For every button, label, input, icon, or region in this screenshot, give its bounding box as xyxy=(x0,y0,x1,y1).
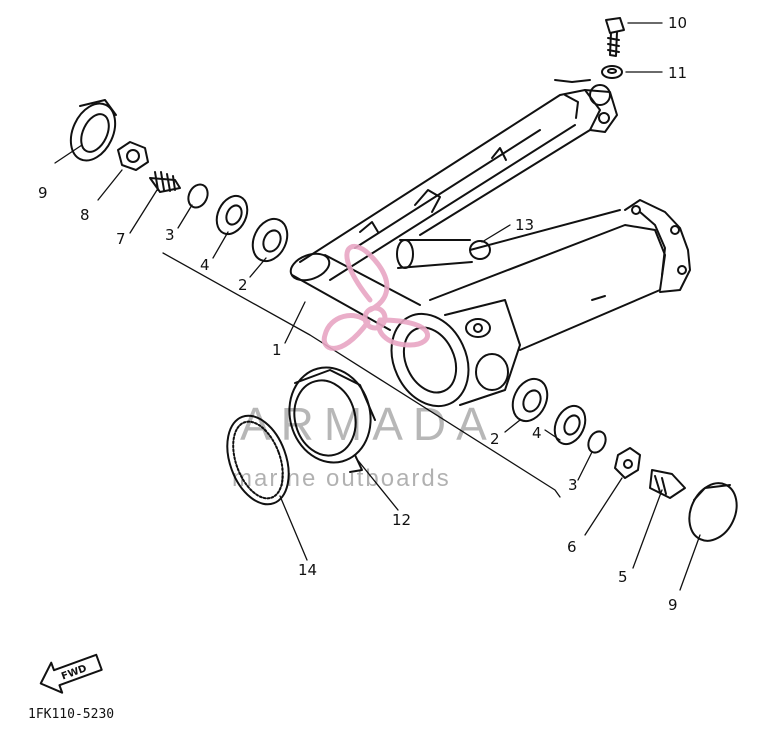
part-label-8: 8 xyxy=(80,206,90,224)
left-side-parts xyxy=(69,99,289,263)
leader-lines xyxy=(54,22,701,591)
part-labels: 10 11 9 8 7 3 4 2 13 1 2 4 3 6 5 9 12 14 xyxy=(38,14,687,614)
watermark-propeller-icon xyxy=(321,243,430,351)
part-label-2-left: 2 xyxy=(238,276,248,294)
top-parts xyxy=(469,17,625,260)
part-label-4-right: 4 xyxy=(532,424,542,442)
part-label-3-left: 3 xyxy=(165,226,175,244)
right-side-parts xyxy=(511,377,738,542)
part-label-11: 11 xyxy=(668,64,687,82)
part-label-9-right: 9 xyxy=(668,596,678,614)
watermark: ARMADA marine outboards xyxy=(232,243,497,492)
drawing-code: 1FK110-5230 xyxy=(28,707,114,722)
part-label-3-right: 3 xyxy=(568,476,578,494)
part-label-1: 1 xyxy=(272,341,282,359)
part-label-7: 7 xyxy=(116,230,126,248)
forward-arrow-icon: FWD xyxy=(39,653,103,694)
part-label-6: 6 xyxy=(567,538,577,556)
part-label-10: 10 xyxy=(668,14,687,32)
part-label-5: 5 xyxy=(618,568,628,586)
part-label-13: 13 xyxy=(515,216,534,234)
part-label-2-right: 2 xyxy=(490,430,500,448)
watermark-brand: ARMADA xyxy=(240,398,497,450)
part-label-14: 14 xyxy=(298,561,317,579)
part-label-12: 12 xyxy=(392,511,411,529)
cover-and-gasket xyxy=(226,366,376,506)
swingarm xyxy=(289,79,691,408)
part-label-4-left: 4 xyxy=(200,256,210,274)
part-label-9-left: 9 xyxy=(38,184,48,202)
watermark-tagline: marine outboards xyxy=(232,465,451,492)
